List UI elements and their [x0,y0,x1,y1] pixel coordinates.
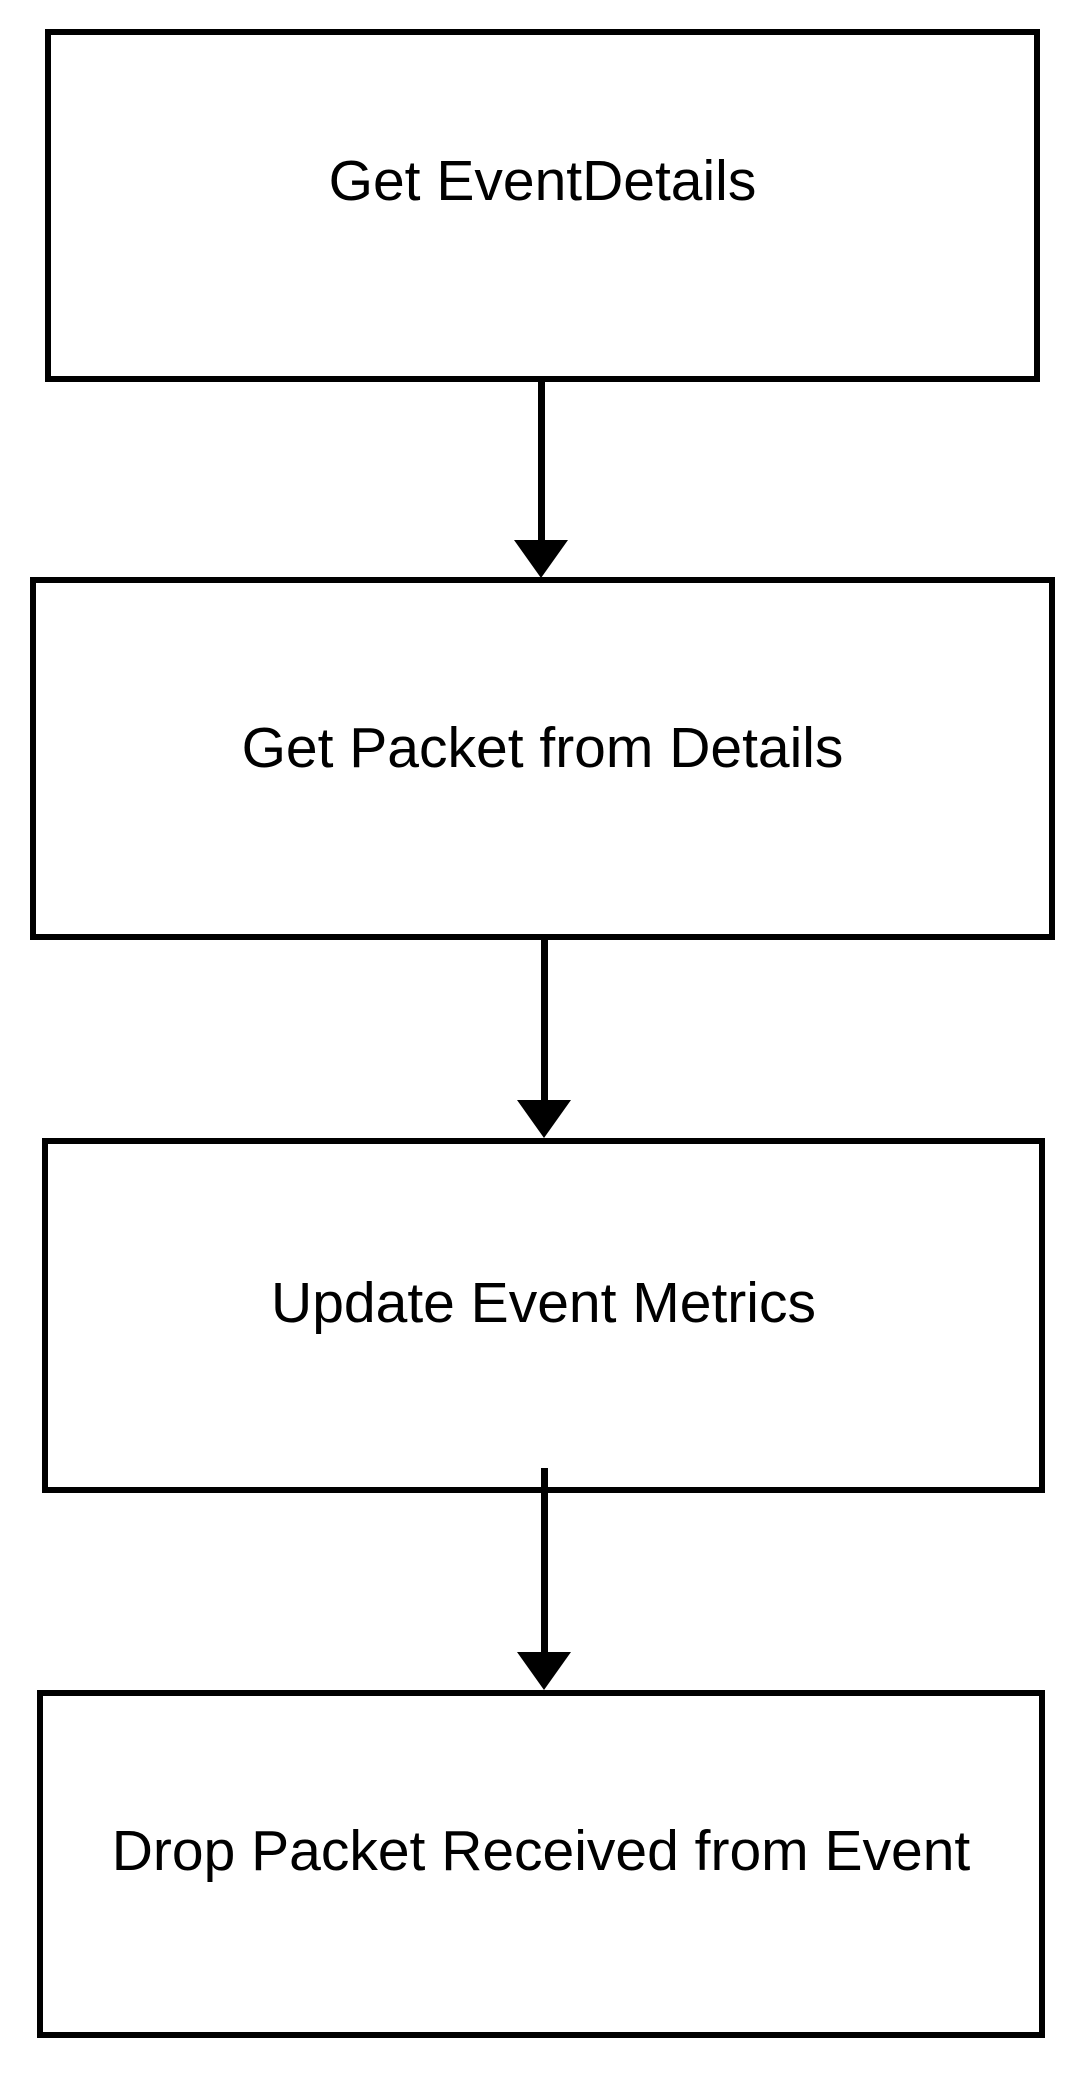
arrow-down-icon [517,1100,571,1138]
node-label: Get Packet from Details [241,715,844,780]
node-get-packet-from-details: Get Packet from Details [30,577,1055,940]
node-get-event-details: Get EventDetails [45,29,1040,382]
node-label: Drop Packet Received from Event [111,1819,971,1884]
node-drop-packet-received-from-event: Drop Packet Received from Event [37,1690,1045,2038]
arrow-down-icon [514,540,568,578]
node-label: Update Event Metrics [271,1270,816,1335]
arrow-line [538,380,545,548]
node-update-event-metrics: Update Event Metrics [42,1138,1045,1493]
arrow-line [541,938,548,1108]
arrow-down-icon [517,1652,571,1690]
node-label: Get EventDetails [328,148,757,213]
arrow-line [541,1468,548,1660]
